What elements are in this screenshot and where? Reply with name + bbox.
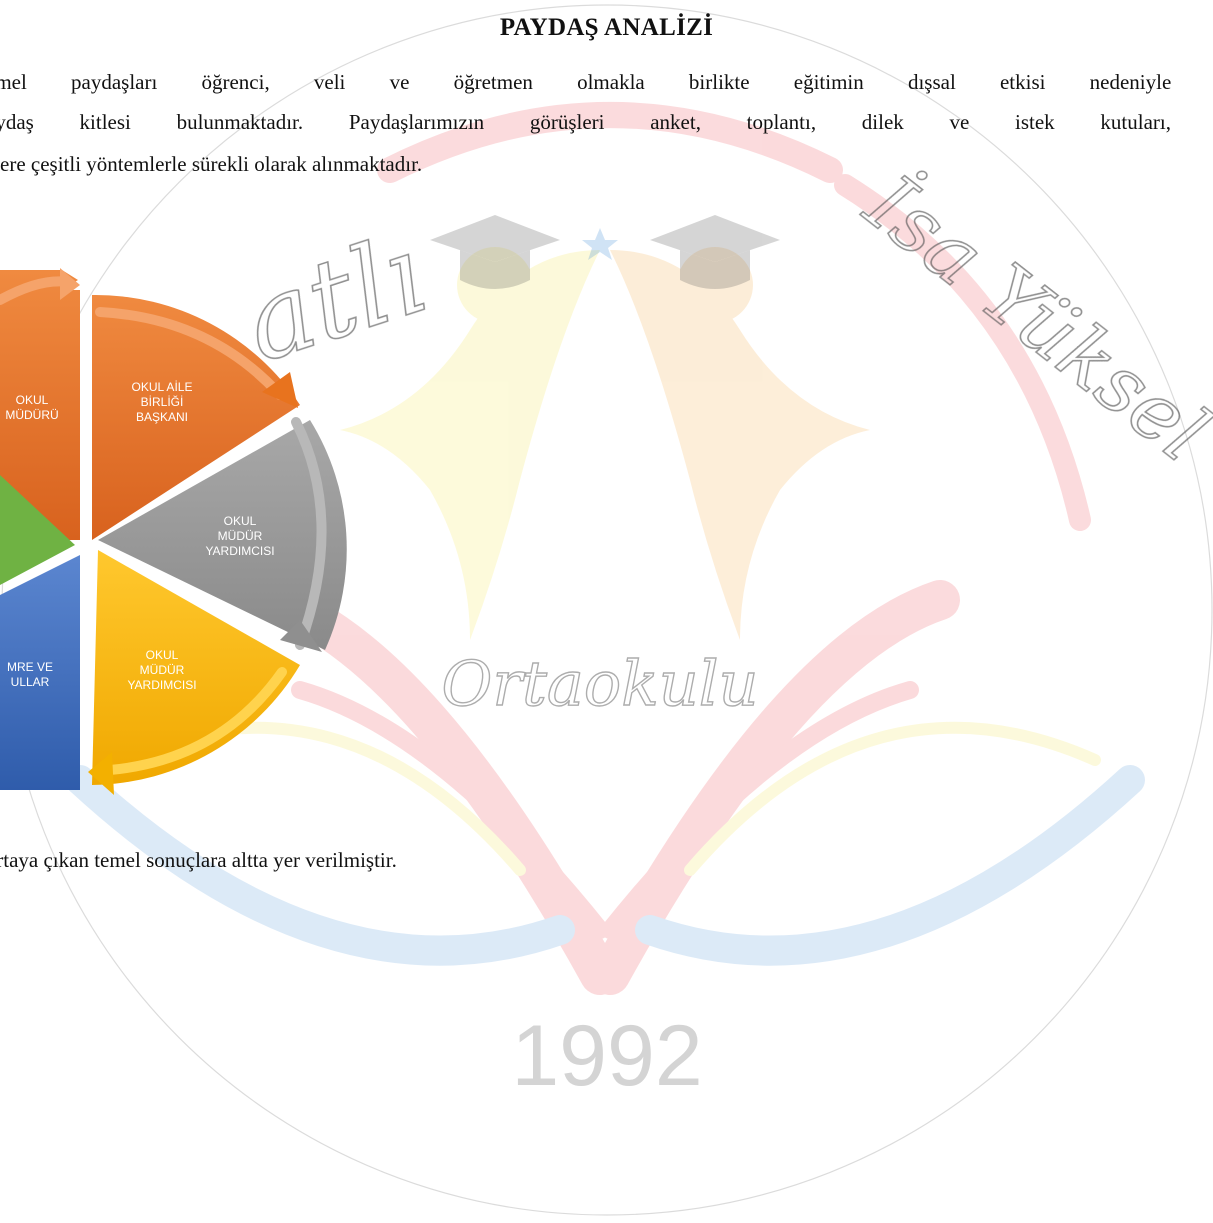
cycle-graphic xyxy=(0,268,347,795)
paragraph-line: emel paydaşları öğrenci, veli ve öğretme… xyxy=(0,70,1213,94)
segment-label-blue: MRE VE ULLAR xyxy=(6,660,53,689)
segment-mudur-yardimcisi-1 xyxy=(98,420,347,650)
closing-sentence: n ortaya çıkan temel sonuçlara altta yer… xyxy=(0,848,397,872)
segment-okul-muduru xyxy=(0,270,80,540)
segment-label-okul-muduru: OKUL MÜDÜRÜ xyxy=(5,393,59,422)
watermark-script-bottom: Ortaokulu xyxy=(442,647,759,720)
segment-label-mudur-yardimcisi-2: OKUL MÜDÜR YARDIMCISI xyxy=(127,648,197,692)
paragraph-line: aydaş kitlesi bulunmaktadır. Paydaşlarım… xyxy=(0,110,1213,134)
segment-label-mudur-yardimcisi-1: OKUL MÜDÜR YARDIMCISI xyxy=(205,514,275,558)
watermark-year: 1992 xyxy=(511,1008,702,1104)
stakeholder-cycle-diagram: OKUL MÜDÜRÜ OKUL AİLE BİRLİĞİ BAŞKANI OK… xyxy=(0,268,350,808)
segment-label-okul-aile-birligi: OKUL AİLE BİRLİĞİ BAŞKANI xyxy=(131,380,193,424)
watermark-figures xyxy=(340,247,870,640)
watermark-arcs xyxy=(377,102,1091,531)
watermark-script-right: İsa Yüksel xyxy=(848,155,1213,480)
graduation-cap-icon xyxy=(430,215,780,289)
watermark-star xyxy=(582,228,618,260)
segment-green xyxy=(0,475,75,585)
segment-mudur-yardimcisi-2 xyxy=(92,550,300,785)
segment-blue xyxy=(0,555,80,790)
cycle-arrows xyxy=(0,268,327,795)
page-title: PAYDAŞ ANALİZİ xyxy=(499,14,714,41)
paragraph-line: ere çeşitli yöntemlerle sürekli olarak a… xyxy=(0,152,423,176)
segment-okul-aile-birligi xyxy=(92,294,300,540)
